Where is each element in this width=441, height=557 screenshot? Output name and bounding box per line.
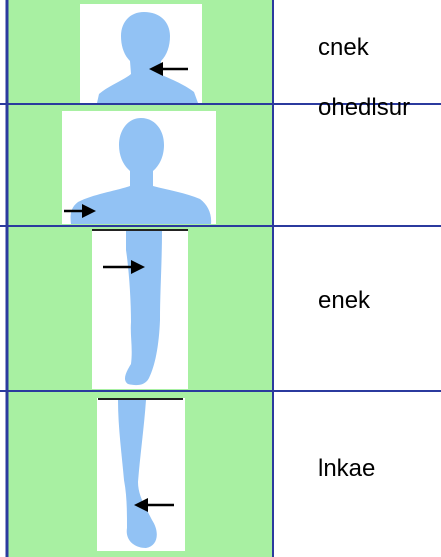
knee-arrow-icon: [103, 260, 145, 274]
neck-arrow-icon: [149, 62, 188, 76]
ankle-arrow-icon: [134, 498, 174, 512]
row-knee-picture: [92, 229, 188, 389]
word-shoulder: ohedlsur: [318, 94, 411, 121]
word-neck: cnek: [318, 34, 369, 61]
row-ankle-picture: [97, 398, 185, 551]
word-ankle: lnkae: [318, 455, 376, 482]
word-knee: enek: [318, 287, 371, 314]
head-shoulders-figure: [97, 12, 198, 103]
upper-body-figure: [70, 118, 212, 224]
row-neck-picture: [80, 4, 202, 103]
shoulder-arrow-icon: [64, 204, 96, 218]
row-shoulder-picture: [62, 111, 216, 224]
